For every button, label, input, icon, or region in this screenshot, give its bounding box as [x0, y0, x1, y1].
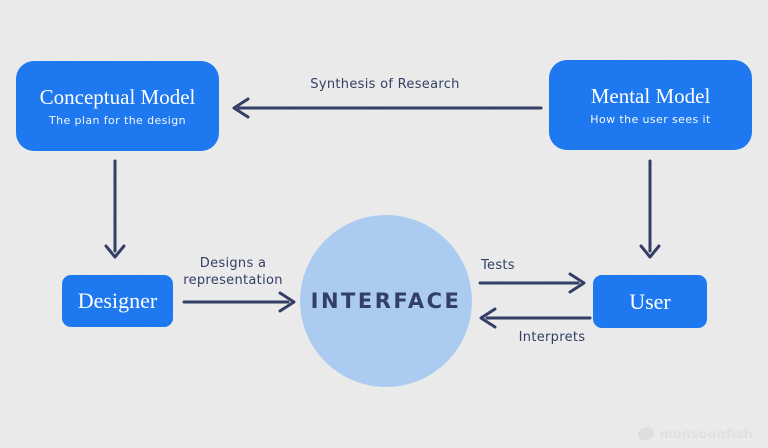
arrow-synthesis [232, 97, 543, 119]
arrow-conceptual-to-designer [104, 159, 126, 259]
arrow-tests [478, 272, 586, 294]
arrow-interprets [479, 307, 592, 329]
mental-model-subtitle: How the user sees it [590, 112, 711, 126]
designs-edge-label: Designs a representation [183, 255, 283, 289]
node-interface: INTERFACE [300, 215, 472, 387]
interface-title: INTERFACE [310, 289, 462, 313]
interprets-edge-label: Interprets [518, 330, 586, 345]
designer-title: Designer [77, 288, 158, 314]
watermark: monsoonfish [637, 426, 753, 441]
synthesis-edge-label: Synthesis of Research [310, 77, 460, 92]
monsoonfish-logo-icon [637, 427, 654, 440]
node-user: User [593, 275, 707, 328]
conceptual-model-title: Conceptual Model [39, 85, 196, 110]
mental-model-title: Mental Model [590, 84, 711, 109]
node-mental-model: Mental Model How the user sees it [549, 60, 752, 150]
user-title: User [629, 288, 671, 314]
arrow-mental-to-user [639, 159, 661, 259]
designs-edge-label-line1: Designs a [199, 256, 267, 271]
conceptual-model-subtitle: The plan for the design [48, 113, 187, 127]
arrow-designs [182, 291, 296, 313]
node-conceptual-model: Conceptual Model The plan for the design [16, 61, 219, 151]
watermark-text: monsoonfish [659, 426, 753, 441]
designs-edge-label-line2: representation [183, 273, 283, 288]
node-designer: Designer [62, 275, 173, 327]
tests-edge-label: Tests [481, 258, 515, 273]
